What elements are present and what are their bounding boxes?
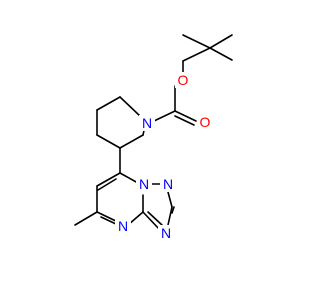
pyrimidine-nitrogen-label: N	[118, 218, 128, 234]
bond	[182, 47, 211, 62]
bond	[96, 172, 121, 187]
bond	[97, 178, 117, 191]
bonds	[74, 34, 233, 231]
triazole-nitrogen-label: N	[163, 176, 173, 192]
bond	[96, 134, 121, 149]
bond	[153, 110, 176, 122]
bond	[209, 47, 233, 61]
bond	[119, 96, 141, 117]
bond	[100, 216, 117, 225]
bond	[119, 172, 139, 184]
bond	[209, 34, 233, 49]
bond	[142, 211, 161, 231]
bond	[147, 211, 163, 226]
bond	[74, 211, 98, 226]
molecule-structure: O O N N N N N	[74, 34, 233, 241]
bond	[174, 110, 197, 122]
bond	[182, 34, 211, 49]
ester-oxygen-label: O	[178, 72, 189, 88]
bridgehead-nitrogen-label: N	[139, 176, 149, 192]
bond	[171, 206, 175, 214]
bond	[174, 115, 195, 126]
bond	[167, 206, 173, 226]
bond	[167, 191, 173, 208]
bond	[119, 134, 144, 149]
carbonyl-oxygen-label: O	[200, 114, 211, 130]
bond	[96, 96, 121, 111]
triazole-nitrogen-label: N	[161, 225, 171, 241]
atom-labels: O O N N N N N	[115, 72, 213, 241]
bond	[96, 211, 119, 223]
piperidine-nitrogen-label: N	[142, 115, 152, 131]
